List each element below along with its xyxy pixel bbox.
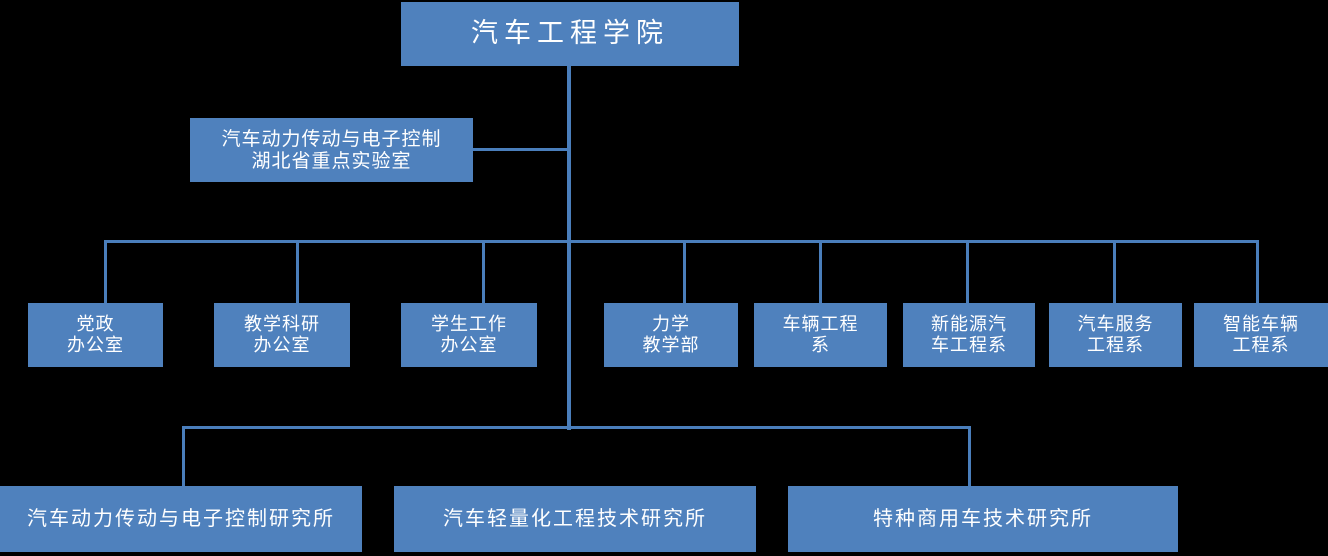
node-dept-mechanics-teaching[interactable]: 力学 教学部 [604,303,738,367]
node-dept-student-affairs-office[interactable]: 学生工作 办公室 [401,303,537,367]
node-dept-auto-service-engineering[interactable]: 汽车服务 工程系 [1049,303,1182,367]
node-key-laboratory[interactable]: 汽车动力传动与电子控制 湖北省重点实验室 [190,118,473,182]
connector-drop-inst-3 [968,426,971,486]
connector-drop-dept-3 [482,240,485,304]
node-institute-powertrain-electronic-control[interactable]: 汽车动力传动与电子控制研究所 [0,486,362,552]
node-dept-new-energy-vehicle-engineering[interactable]: 新能源汽 车工程系 [903,303,1035,367]
connector-drop-dept-1 [104,240,107,304]
connector-drop-dept-5 [819,240,822,304]
connector-drop-inst-1 [182,426,185,486]
connector-department-bar [104,240,1259,243]
node-institute-lightweight-engineering[interactable]: 汽车轻量化工程技术研究所 [394,486,756,552]
node-institute-special-commercial-vehicle[interactable]: 特种商用车技术研究所 [788,486,1178,552]
node-dept-vehicle-engineering[interactable]: 车辆工程 系 [754,303,887,367]
node-dept-teaching-research-office[interactable]: 教学科研 办公室 [214,303,350,367]
node-root-school[interactable]: 汽车工程学院 [401,2,739,66]
node-dept-intelligent-vehicle-engineering[interactable]: 智能车辆 工程系 [1194,303,1328,367]
connector-drop-dept-2 [296,240,299,304]
connector-trunk-vertical [567,66,571,430]
connector-drop-dept-7 [1113,240,1116,304]
connector-drop-dept-4 [683,240,686,304]
connector-lab-horizontal [471,148,570,151]
node-dept-party-admin-office[interactable]: 党政 办公室 [28,303,163,367]
connector-drop-dept-8 [1256,240,1259,304]
connector-institute-bar [182,426,971,429]
connector-drop-dept-6 [966,240,969,304]
